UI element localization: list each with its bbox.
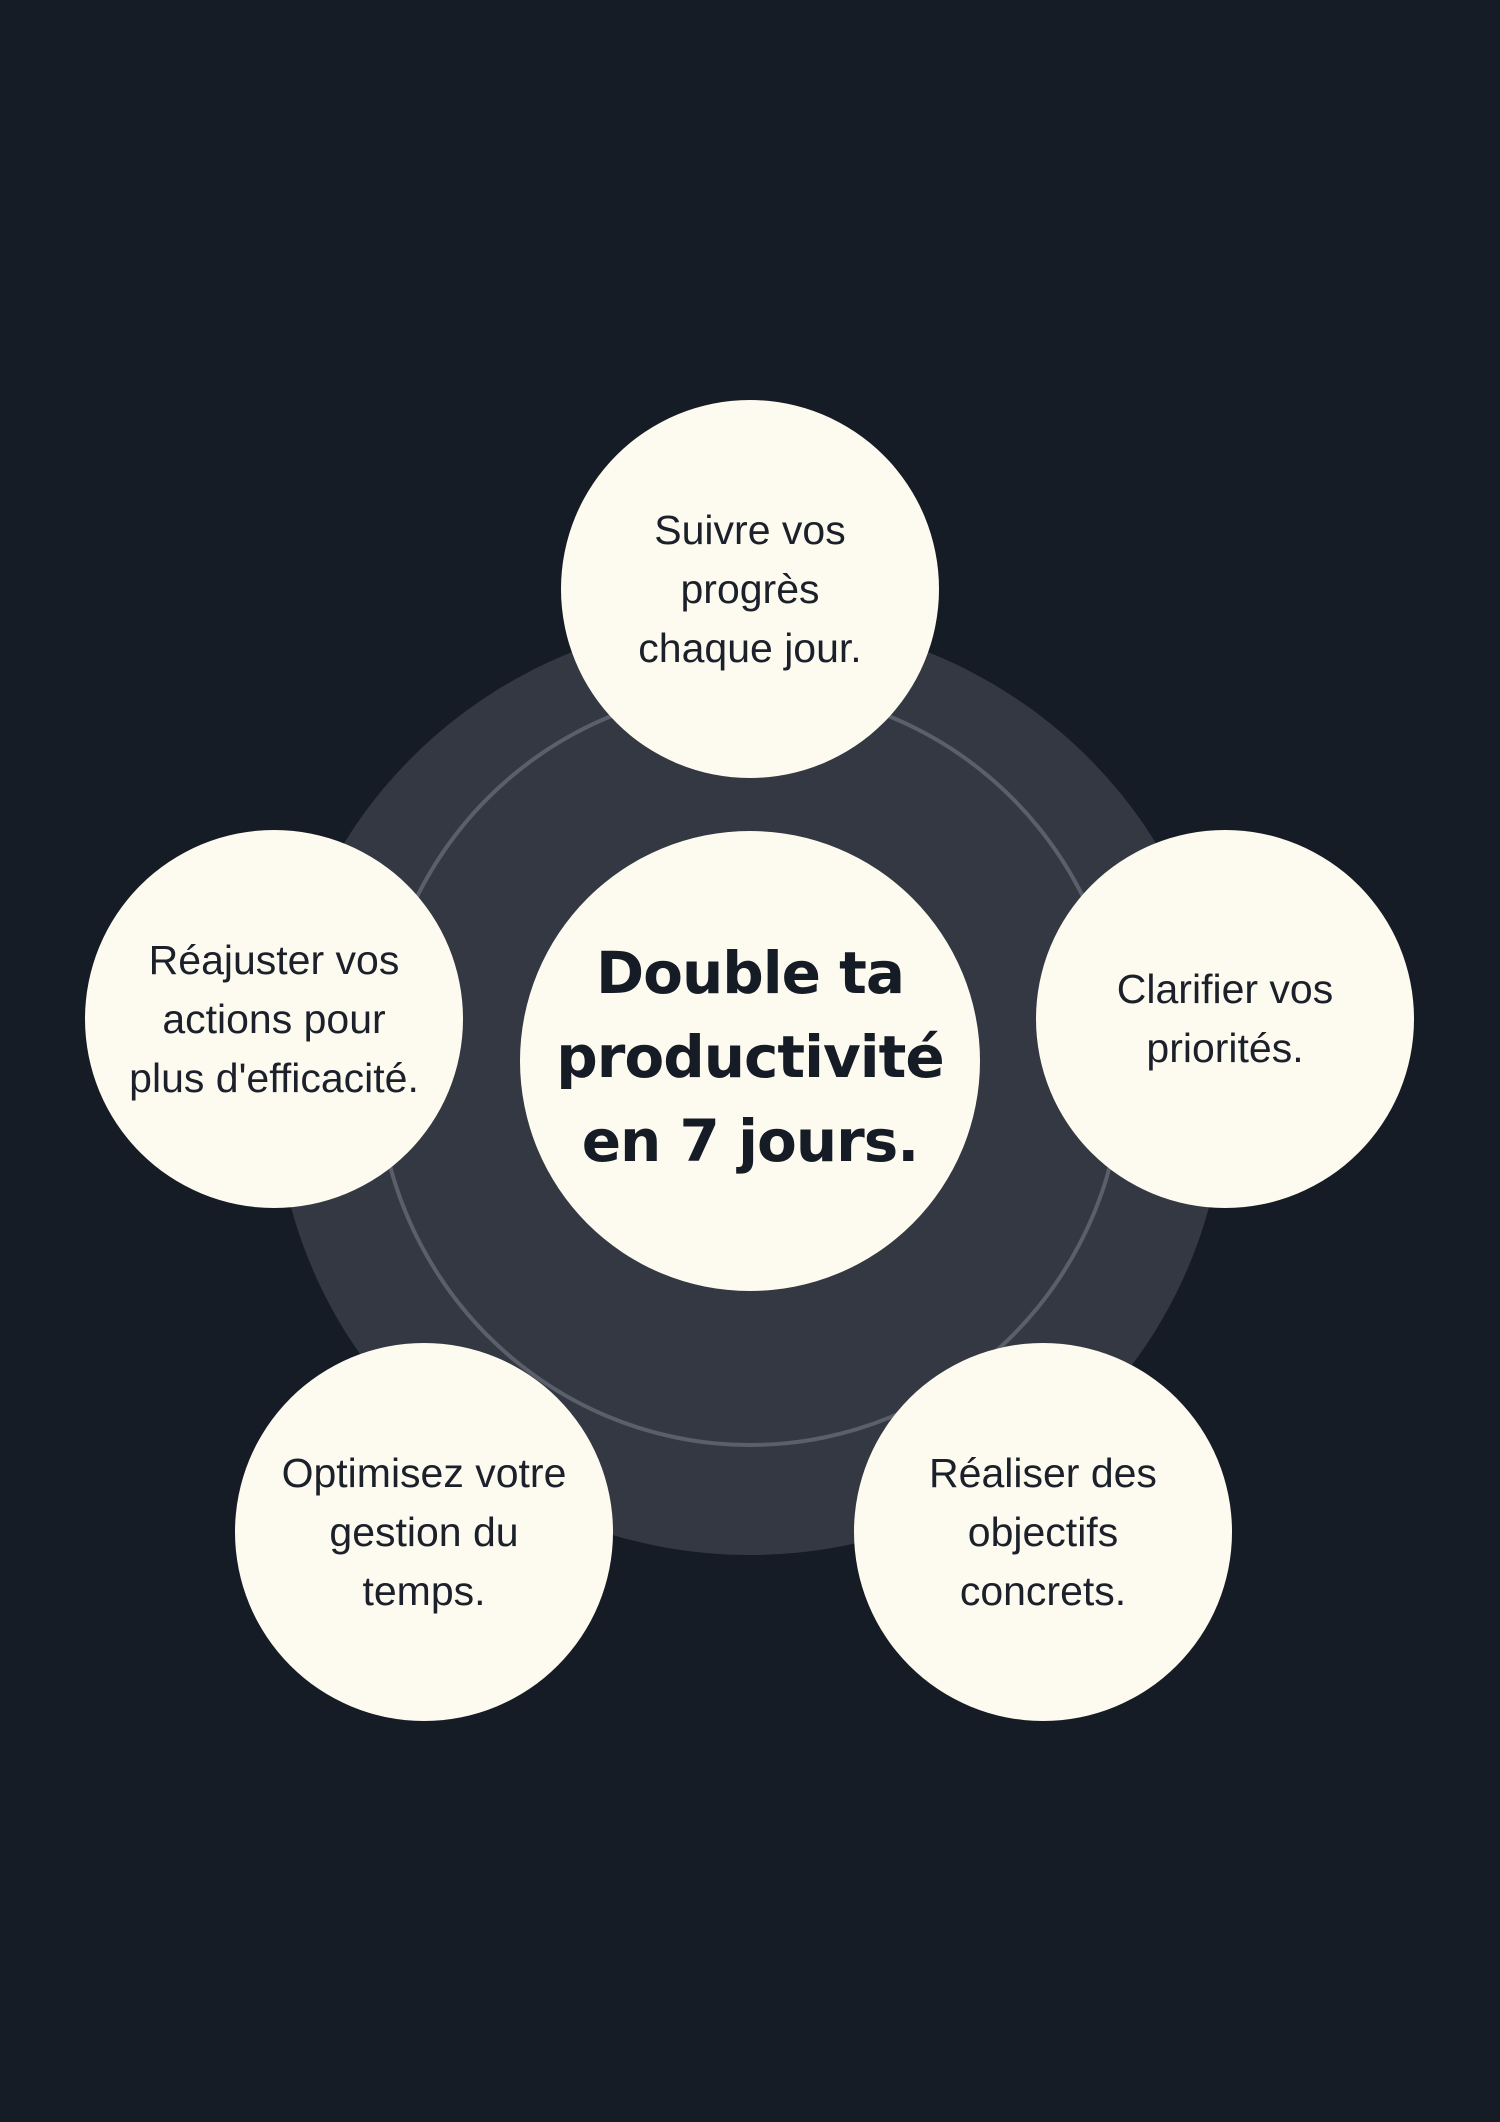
step-node-readjust-actions: Réajuster vos actions pour plus d'effica… <box>85 830 463 1208</box>
step-text: Clarifier vos priorités. <box>1116 966 1334 1071</box>
center-node: Double ta productivité en 7 jours. <box>520 831 980 1291</box>
step-node-optimize-time: Optimisez votre gestion du temps. <box>235 1343 613 1721</box>
step-node-achieve-goals: Réaliser des objectifs concrets. <box>854 1343 1232 1721</box>
center-title: Double ta productivité en 7 jours. <box>556 939 945 1175</box>
step-node-clarify-priorities: Clarifier vos priorités. <box>1036 830 1414 1208</box>
step-text: Suivre vos progrès chaque jour. <box>638 506 862 671</box>
step-node-track-progress: Suivre vos progrès chaque jour. <box>561 400 939 778</box>
step-text: Réaliser des objectifs concrets. <box>929 1449 1157 1614</box>
step-text: Réajuster vos actions pour plus d'effica… <box>129 936 419 1101</box>
step-text: Optimisez votre gestion du temps. <box>281 1449 567 1614</box>
